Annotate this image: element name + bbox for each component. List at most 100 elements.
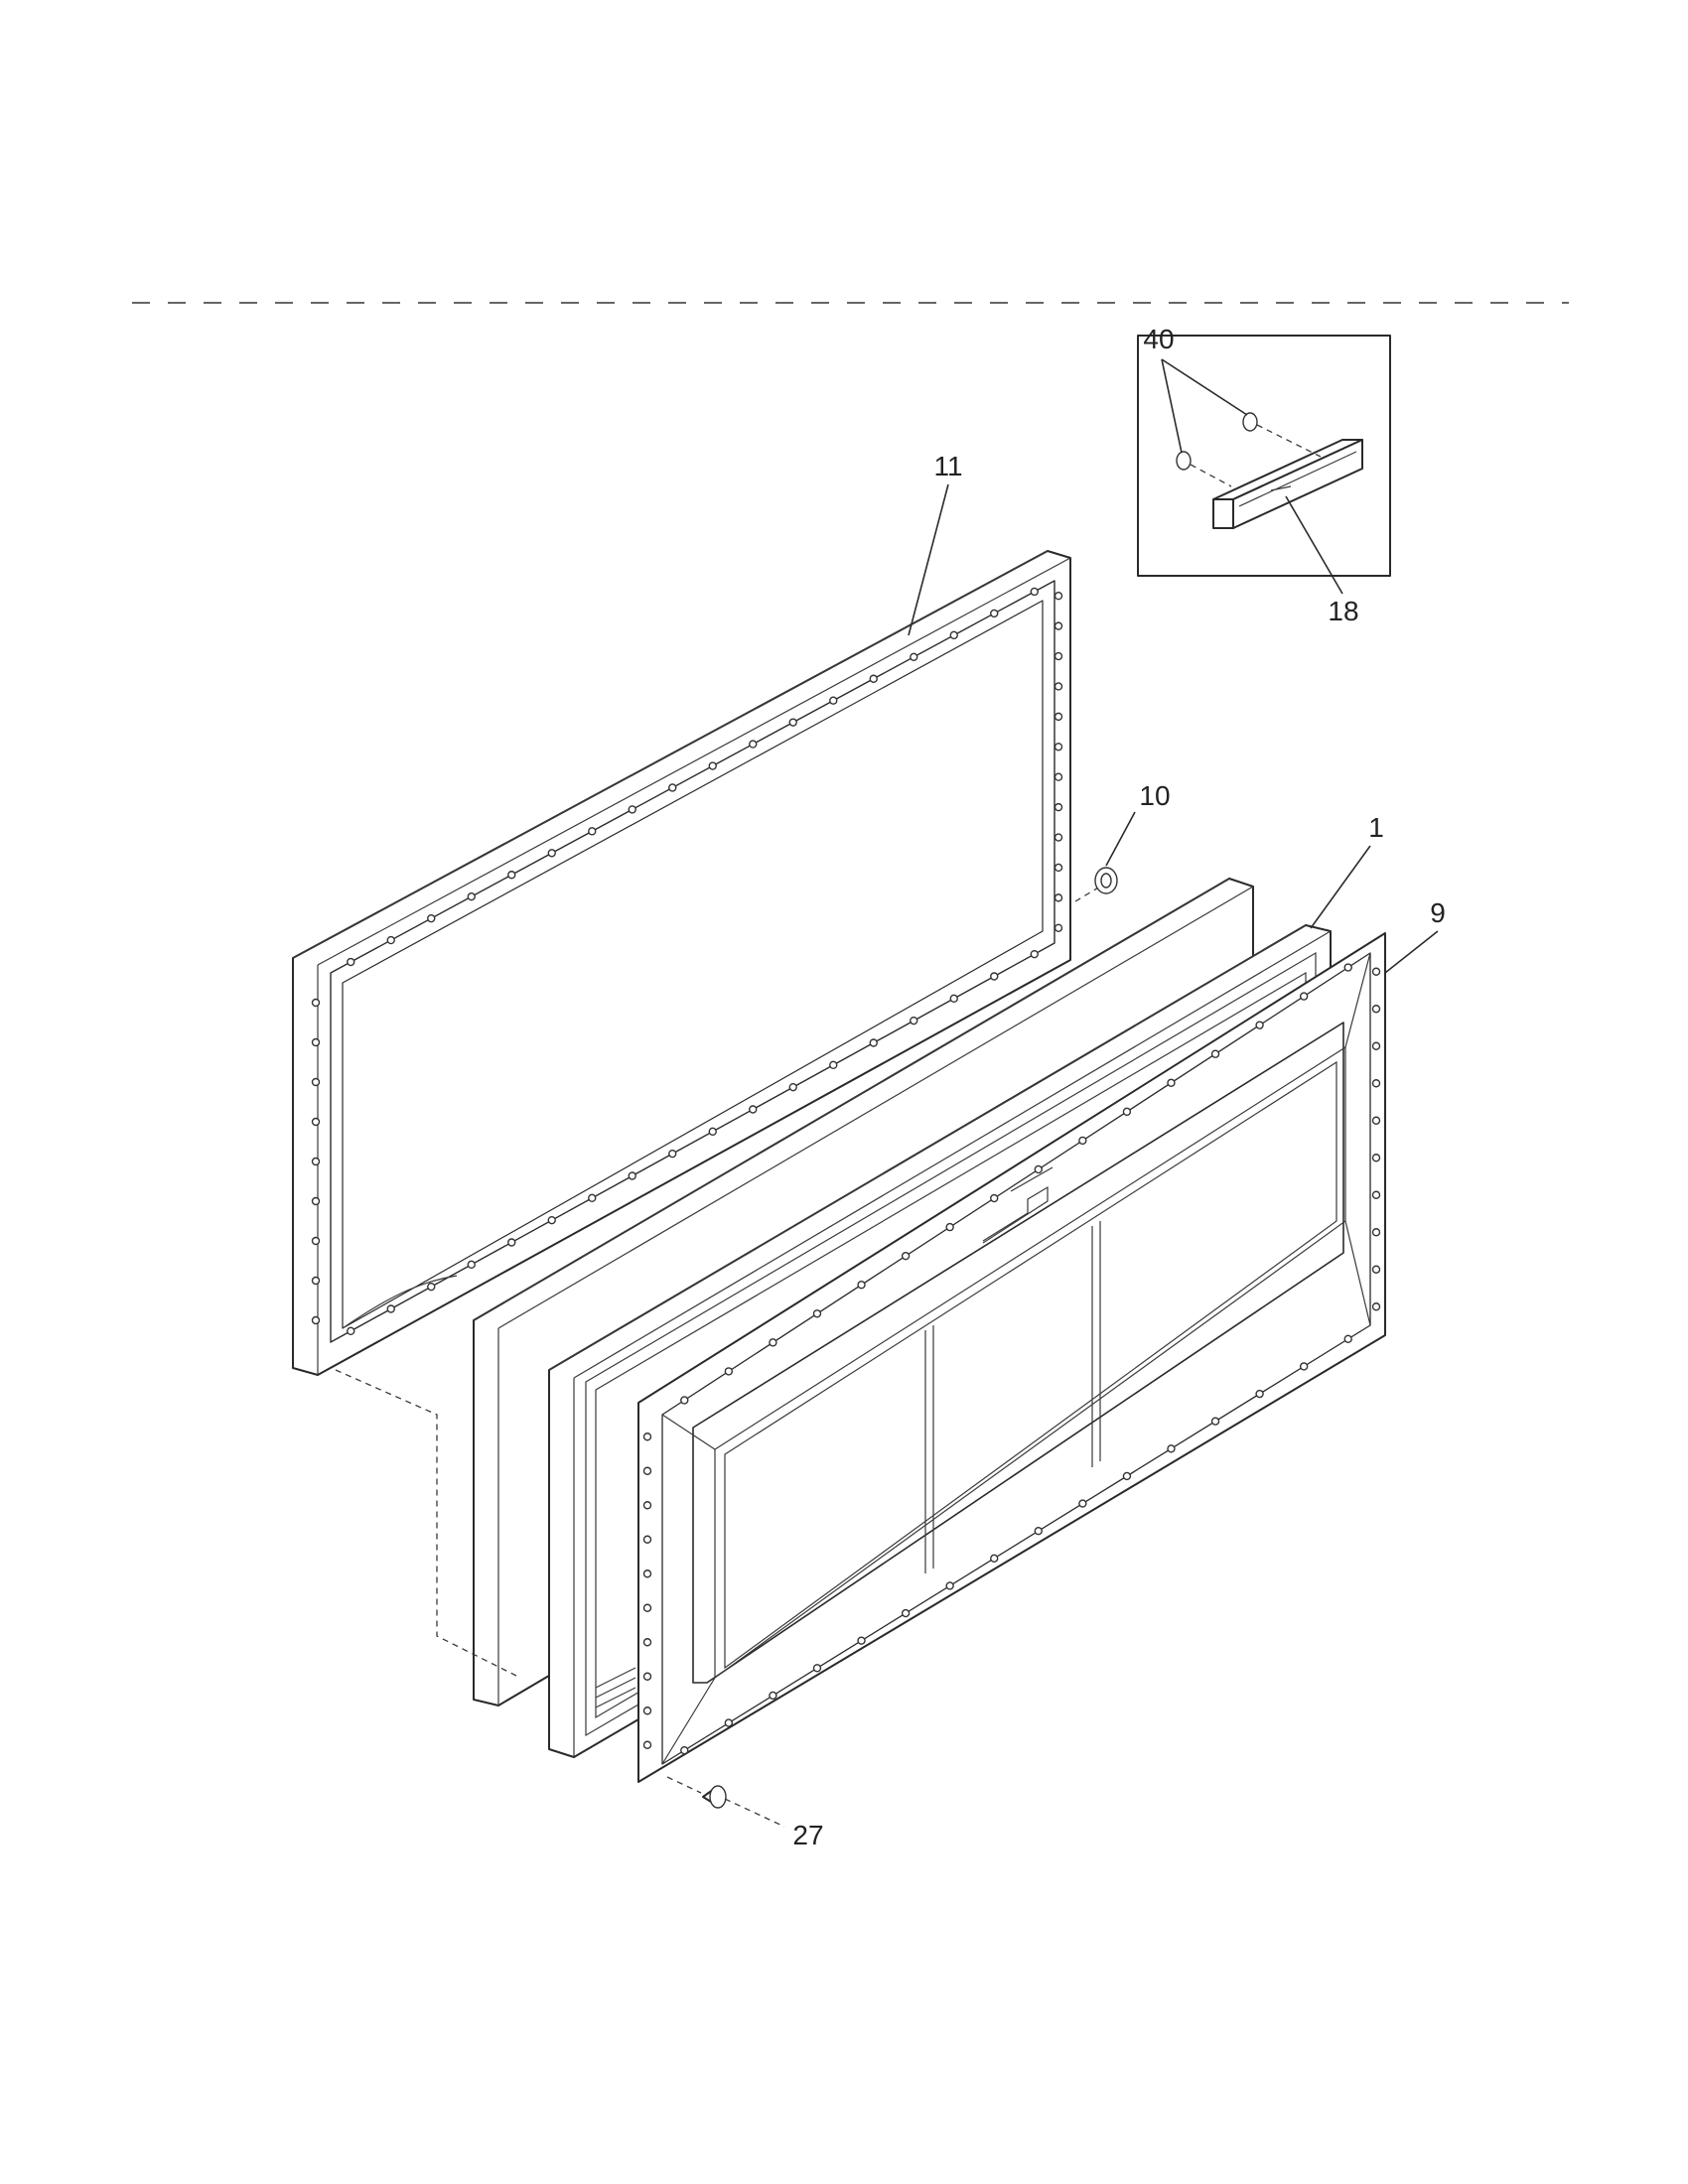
fastener-hole bbox=[547, 849, 556, 858]
fastener-hole bbox=[990, 1554, 999, 1564]
fastener-hole bbox=[642, 1466, 652, 1475]
fastener-hole bbox=[1054, 833, 1063, 842]
fastener-hole bbox=[949, 994, 958, 1004]
fastener-hole bbox=[1371, 1154, 1381, 1162]
fastener-hole bbox=[1255, 1389, 1264, 1399]
fastener-hole bbox=[1371, 1228, 1381, 1237]
fastener-hole bbox=[311, 1157, 321, 1166]
fastener-hole bbox=[1343, 963, 1352, 972]
inset-detail-box bbox=[1137, 335, 1391, 577]
fastener-hole bbox=[347, 957, 355, 967]
fastener-hole bbox=[642, 1603, 652, 1612]
assembly-dashed-path bbox=[335, 1369, 517, 1677]
fastener-hole bbox=[628, 1171, 636, 1180]
fastener-hole bbox=[680, 1396, 689, 1405]
fastener-hole bbox=[1299, 992, 1309, 1001]
fastener-hole bbox=[642, 1672, 652, 1681]
screw-part bbox=[666, 1776, 785, 1828]
fastener-hole bbox=[708, 761, 717, 770]
fastener-hole bbox=[347, 1326, 355, 1336]
fastener-hole bbox=[311, 1117, 321, 1127]
fastener-hole bbox=[1371, 1302, 1381, 1311]
callout-18: 18 bbox=[1328, 596, 1358, 626]
fastener-hole bbox=[1343, 1334, 1352, 1344]
callout-27: 27 bbox=[792, 1820, 823, 1850]
fastener-hole bbox=[1054, 592, 1063, 601]
leader-line-11 bbox=[908, 483, 949, 636]
fastener-hole bbox=[901, 1608, 911, 1618]
fastener-hole bbox=[642, 1740, 652, 1749]
fastener-hole bbox=[642, 1706, 652, 1715]
fastener-hole bbox=[990, 609, 999, 618]
leader-line-1 bbox=[1310, 845, 1371, 929]
fastener-hole bbox=[1078, 1499, 1087, 1508]
fastener-hole bbox=[467, 1260, 476, 1270]
callout-11: 11 bbox=[933, 451, 962, 481]
gasket-frame-part bbox=[292, 550, 1071, 1376]
fastener-hole bbox=[547, 1215, 556, 1225]
fastener-hole bbox=[812, 1664, 822, 1673]
fastener-hole bbox=[1054, 621, 1063, 630]
fastener-hole bbox=[467, 891, 476, 901]
fastener-hole bbox=[311, 998, 321, 1008]
fastener-hole bbox=[386, 935, 395, 945]
fastener-hole bbox=[642, 1570, 652, 1578]
fastener-hole bbox=[708, 1127, 717, 1137]
callout-10: 10 bbox=[1139, 780, 1170, 811]
handle-part bbox=[1212, 439, 1363, 529]
fastener-holes bbox=[311, 587, 1381, 1755]
fastener-hole bbox=[829, 1060, 838, 1070]
fastener-hole bbox=[1371, 967, 1381, 976]
fastener-hole bbox=[1078, 1136, 1087, 1146]
fastener-hole bbox=[812, 1309, 822, 1318]
fastener-hole bbox=[1054, 923, 1063, 932]
fastener-hole bbox=[311, 1236, 321, 1246]
fastener-hole bbox=[1054, 682, 1063, 691]
fastener-hole bbox=[628, 805, 636, 814]
fastener-hole bbox=[829, 696, 838, 705]
screw-part-lower bbox=[1176, 451, 1192, 471]
fastener-hole bbox=[1371, 1005, 1381, 1014]
fastener-hole bbox=[1054, 863, 1063, 873]
fastener-hole bbox=[1054, 743, 1063, 751]
fastener-hole bbox=[642, 1535, 652, 1544]
fastener-hole bbox=[749, 1105, 758, 1114]
fastener-hole bbox=[788, 718, 797, 727]
fastener-hole bbox=[642, 1501, 652, 1510]
fastener-hole bbox=[311, 1196, 321, 1206]
screw-part-upper bbox=[1242, 412, 1258, 432]
callout-9: 9 bbox=[1430, 897, 1446, 928]
fastener-hole bbox=[1122, 1107, 1132, 1117]
fastener-hole bbox=[869, 1038, 878, 1047]
fastener-hole bbox=[1054, 712, 1063, 722]
fastener-hole bbox=[311, 1315, 321, 1325]
callout-40: 40 bbox=[1143, 324, 1174, 354]
fastener-hole bbox=[386, 1304, 395, 1313]
fastener-hole bbox=[1299, 1362, 1309, 1371]
fastener-hole bbox=[1371, 1041, 1381, 1050]
fastener-hole bbox=[1167, 1444, 1176, 1453]
fastener-hole bbox=[588, 1193, 597, 1203]
fastener-hole bbox=[749, 740, 758, 749]
leader-line-10 bbox=[1105, 811, 1136, 867]
fastener-hole bbox=[857, 1281, 866, 1290]
plug-part bbox=[1094, 867, 1118, 894]
fastener-hole bbox=[1371, 1079, 1381, 1088]
fastener-hole bbox=[1034, 1164, 1043, 1174]
fastener-hole bbox=[1054, 802, 1063, 812]
fastener-hole bbox=[901, 1251, 911, 1261]
fastener-hole bbox=[1054, 772, 1063, 781]
fastener-hole bbox=[507, 1238, 516, 1247]
fastener-hole bbox=[1054, 893, 1063, 902]
fastener-hole bbox=[1210, 1417, 1220, 1426]
fastener-hole bbox=[1371, 1116, 1381, 1125]
fastener-hole bbox=[910, 1016, 918, 1025]
fastener-hole bbox=[1030, 949, 1039, 959]
fastener-hole bbox=[724, 1367, 734, 1376]
fastener-hole bbox=[311, 1037, 321, 1047]
leader-line-40a bbox=[1161, 358, 1248, 416]
fastener-hole bbox=[1122, 1471, 1132, 1481]
fastener-hole bbox=[1034, 1526, 1043, 1536]
fastener-hole bbox=[788, 1082, 797, 1092]
